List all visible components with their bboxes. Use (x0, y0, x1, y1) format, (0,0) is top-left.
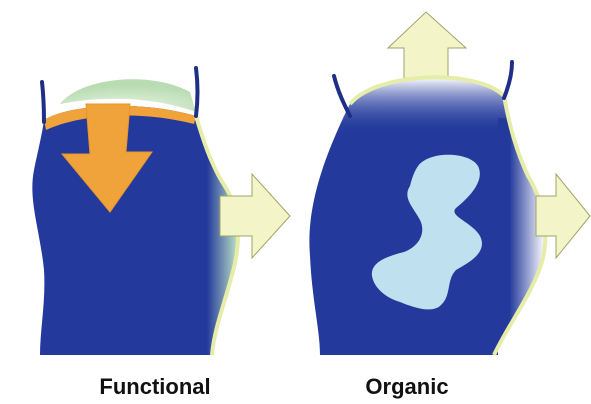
organic-panel (309, 12, 590, 355)
organic-right-wall (504, 62, 512, 98)
functional-label: Functional (55, 374, 255, 400)
functional-panel (32, 68, 290, 355)
functional-right-wall (196, 68, 198, 116)
functional-left-wall (42, 82, 44, 122)
yellow-up-arrow (388, 12, 466, 86)
organic-left-wall (334, 76, 350, 116)
organic-label: Organic (307, 374, 507, 400)
